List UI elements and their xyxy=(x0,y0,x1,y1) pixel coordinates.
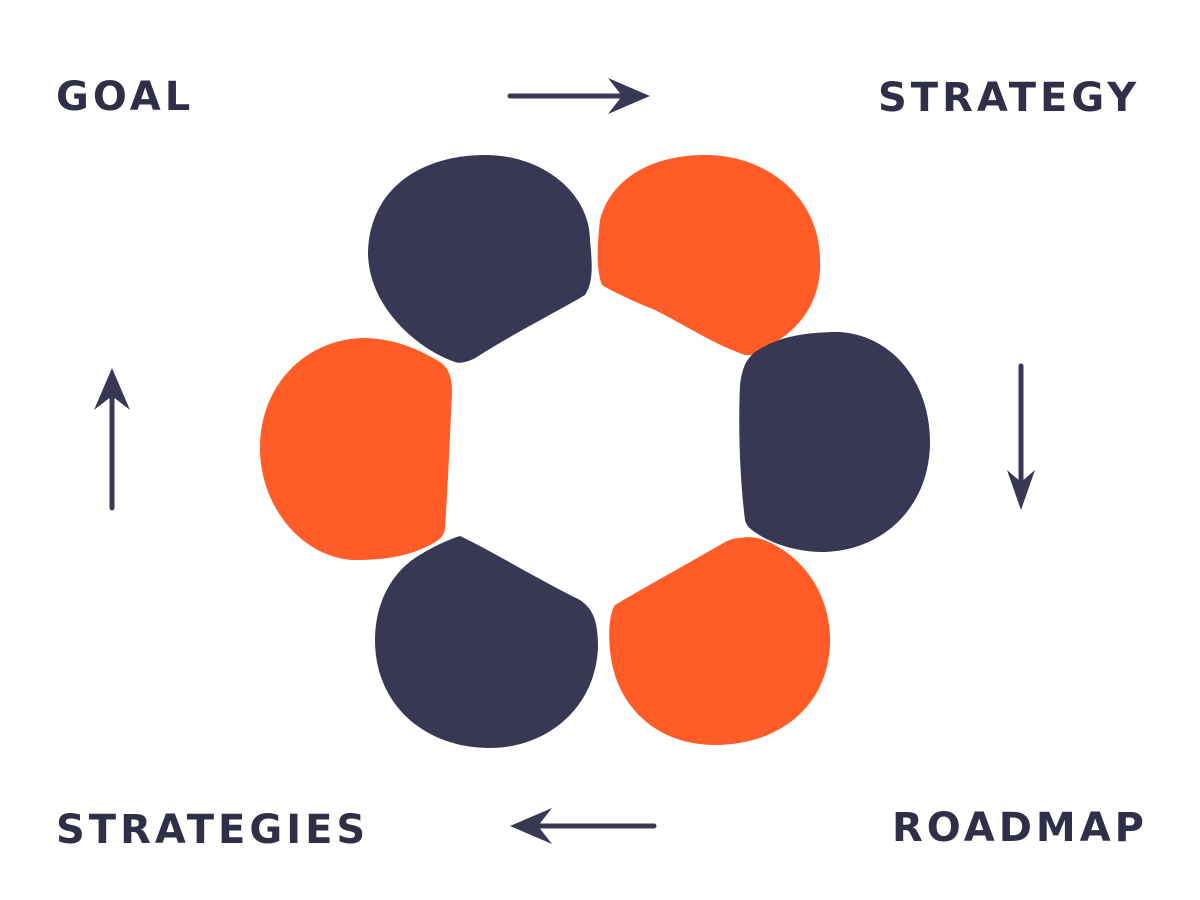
label-goal: GOAL xyxy=(56,74,195,120)
label-roadmap: ROADMAP xyxy=(892,805,1148,851)
petal-bottom-right xyxy=(609,537,830,745)
petal-right xyxy=(739,332,930,552)
arrow-strategies-to-goal xyxy=(94,368,130,511)
petal-left xyxy=(260,338,452,560)
arrow-strategy-to-roadmap xyxy=(1007,363,1035,510)
petal-top-left xyxy=(368,155,592,363)
petal-top-right xyxy=(597,155,821,356)
arrow-roadmap-to-strategies xyxy=(510,808,657,844)
petal-bottom-left xyxy=(375,536,598,748)
label-strategy: STRATEGY xyxy=(878,75,1141,121)
label-strategies: STRATEGIES xyxy=(56,807,370,853)
arrow-goal-to-strategy xyxy=(507,78,650,114)
